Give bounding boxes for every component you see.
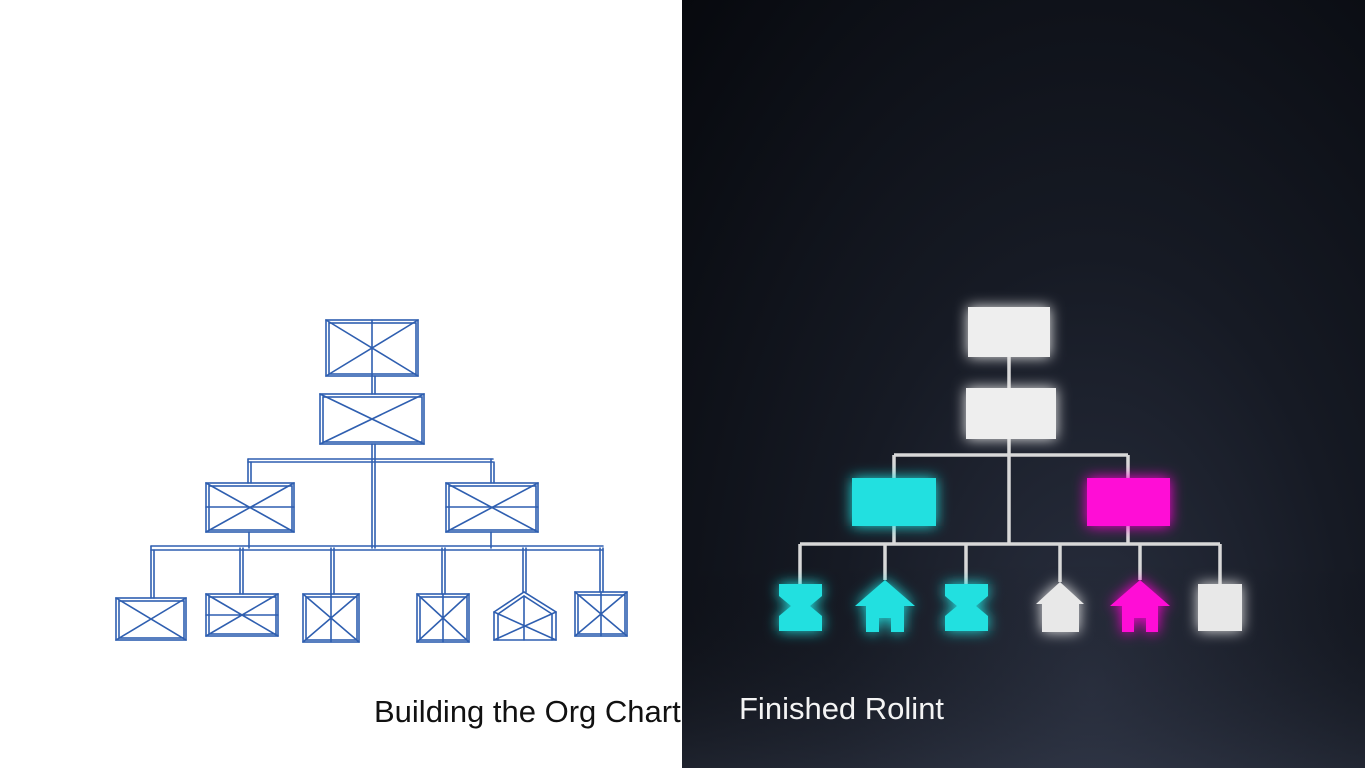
- finished-connectors: [798, 357, 1222, 584]
- finished-leaf-white-block: [1198, 584, 1242, 631]
- sketch-org-chart: [115, 319, 628, 643]
- sketch-leaf-3: [302, 593, 360, 643]
- finished-leaf-cyan-hourglass: [779, 584, 822, 631]
- sketch-node-right-manager: [445, 482, 539, 533]
- finished-node-magenta-manager: [1087, 478, 1170, 526]
- finished-org-chart: [779, 307, 1242, 632]
- finished-node-cyan-manager: [852, 478, 936, 526]
- sketch-node-second: [319, 393, 425, 445]
- sketch-node-top: [325, 319, 419, 377]
- finished-leaf-white-house: [1036, 582, 1084, 632]
- sketch-caption: Building the Org Chart: [374, 694, 681, 729]
- finished-node-top: [968, 307, 1050, 357]
- finished-leaf-cyan-house: [855, 580, 915, 632]
- sketch-leaf-house: [493, 591, 557, 641]
- sketch-node-left-manager: [205, 482, 295, 533]
- sketch-leaf-2: [205, 593, 279, 637]
- sketch-connectors: [150, 375, 604, 599]
- finished-leaf-magenta-house: [1110, 580, 1170, 632]
- finished-node-second: [966, 388, 1056, 439]
- sketch-leaf-6: [574, 591, 628, 637]
- finished-caption: Finished Rolint: [739, 691, 945, 726]
- sketch-leaf-4: [416, 593, 470, 643]
- sketch-leaf-1: [115, 597, 187, 641]
- finished-leaf-cyan-hourglass-2: [945, 584, 988, 631]
